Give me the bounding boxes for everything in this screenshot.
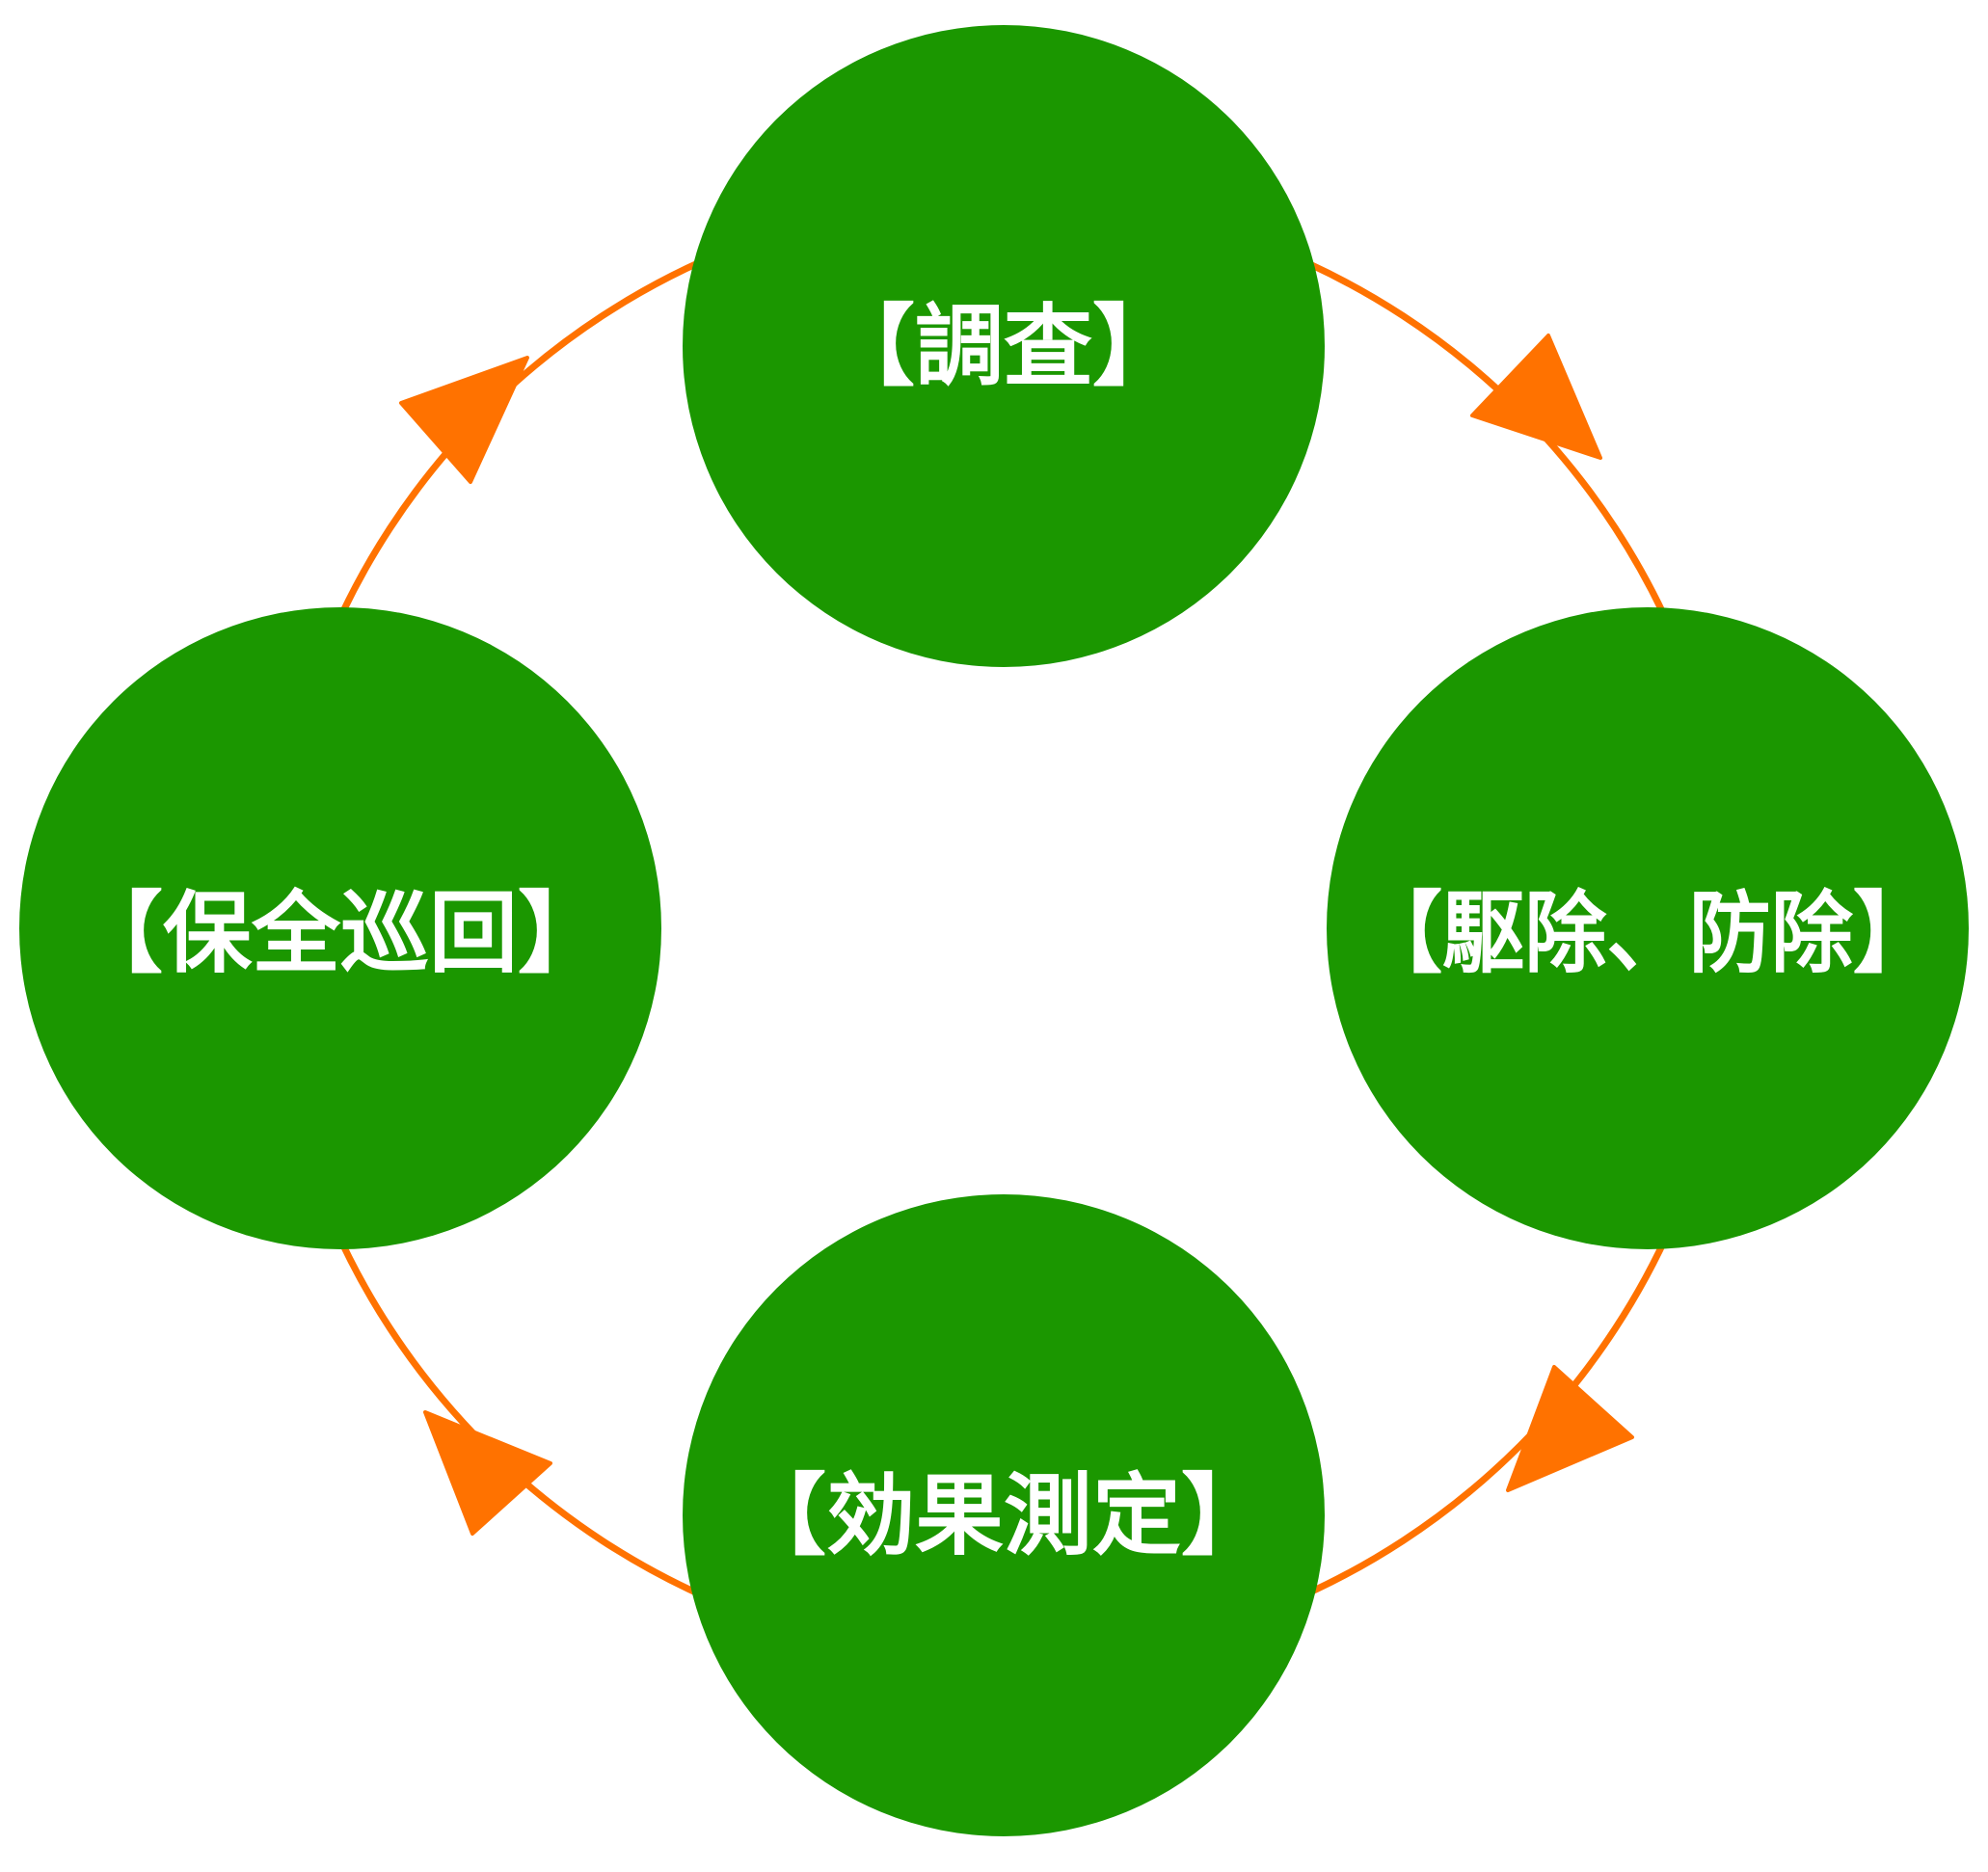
node-effect-measurement-circle [683, 1194, 1325, 1836]
node-removal-prevention: 【駆除、防除】 [1327, 607, 1969, 1249]
node-survey-circle [683, 25, 1325, 667]
node-effect-measurement-label: 【効果測定】 [738, 1463, 1270, 1567]
node-maintenance-patrol-label: 【保全巡回】 [74, 881, 606, 985]
arrow-survey-to-removal [1470, 334, 1602, 460]
node-survey-label: 【調査】 [826, 294, 1181, 398]
node-maintenance-patrol: 【保全巡回】 [19, 607, 661, 1249]
arrow-patrol-to-survey [399, 356, 529, 484]
node-removal-prevention-label: 【駆除、防除】 [1360, 881, 1935, 985]
node-maintenance-patrol-circle [19, 607, 661, 1249]
node-survey: 【調査】 [683, 25, 1325, 667]
arrow-removal-to-effect [1506, 1365, 1634, 1492]
node-effect-measurement: 【効果測定】 [683, 1194, 1325, 1836]
node-removal-prevention-circle [1327, 607, 1969, 1249]
arrow-effect-to-patrol [423, 1410, 552, 1536]
